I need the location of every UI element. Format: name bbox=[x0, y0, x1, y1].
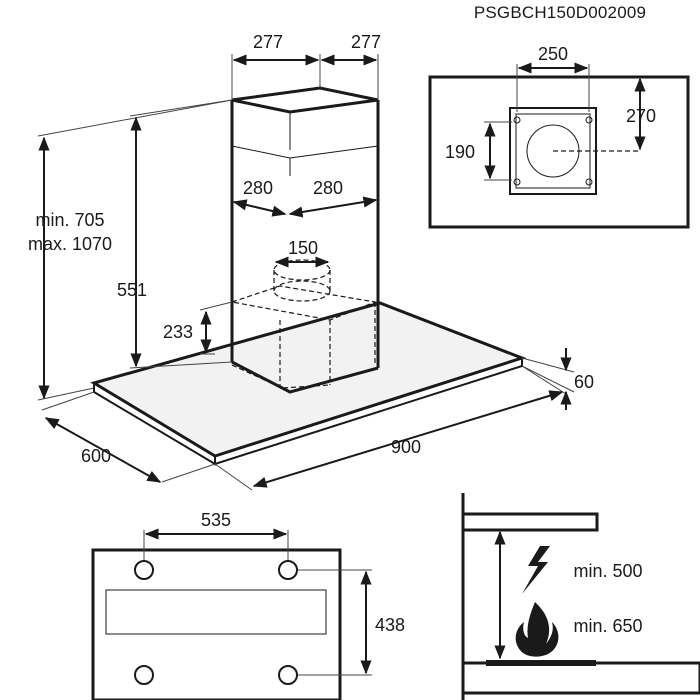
lightning-bolt-icon bbox=[522, 546, 550, 594]
dim-chimney-top-depth: 277 bbox=[253, 32, 283, 52]
dim-hood-width-label: 900 bbox=[391, 437, 421, 457]
dim-overall-height: min. 705 max. 1070 bbox=[28, 136, 112, 400]
dim-hood-depth-label: 600 bbox=[81, 446, 111, 466]
dim-hood-thickness: 60 bbox=[521, 348, 594, 410]
dim-hood-depth: 600 bbox=[41, 391, 216, 483]
installation-distance-view: min. 500 min. 650 bbox=[461, 493, 700, 700]
dim-mount-spacing-depth: 438 bbox=[375, 615, 405, 635]
dim-overall-height-max: max. 1070 bbox=[28, 234, 112, 254]
dim-chimney-height: 551 bbox=[117, 99, 233, 369]
dim-chimney-height-label: 551 bbox=[117, 280, 147, 300]
motor-housing bbox=[231, 259, 378, 389]
dim-hole-spacing-width: 250 bbox=[538, 44, 568, 64]
dim-hood-thickness-label: 60 bbox=[574, 372, 594, 392]
dim-overall-height-min: min. 705 bbox=[35, 210, 104, 230]
dim-motor-height: 233 bbox=[163, 301, 233, 355]
hood-canopy bbox=[90, 301, 527, 466]
electric-min-distance: min. 500 bbox=[573, 561, 642, 581]
dim-chimney-lower: 280 280 bbox=[232, 178, 378, 218]
flame-icon bbox=[515, 602, 559, 657]
dim-hood-width: 900 bbox=[214, 365, 567, 491]
dim-chimney-depth: 280 bbox=[243, 178, 273, 198]
dim-outlet-diameter: 150 bbox=[288, 238, 318, 258]
dim-hole-spacing-depth: 270 bbox=[626, 106, 656, 126]
bottom-view: 535 438 bbox=[91, 510, 405, 700]
hood-isometric-view: 277 277 280 280 150 233 551 bbox=[28, 32, 594, 491]
dim-bracket-height: 190 bbox=[445, 142, 475, 162]
dim-chimney-top: 277 277 bbox=[231, 32, 381, 100]
drawing-code: PSGBCH150D002009 bbox=[474, 3, 646, 22]
dim-chimney-width: 280 bbox=[313, 178, 343, 198]
ceiling-plate-view: 250 270 190 bbox=[428, 44, 690, 229]
dim-outlet: 150 bbox=[274, 238, 330, 268]
dim-chimney-top-width: 277 bbox=[351, 32, 381, 52]
dim-mount-spacing-width: 535 bbox=[201, 510, 231, 530]
gas-min-distance: min. 650 bbox=[573, 616, 642, 636]
dim-motor-height-label: 233 bbox=[163, 322, 193, 342]
